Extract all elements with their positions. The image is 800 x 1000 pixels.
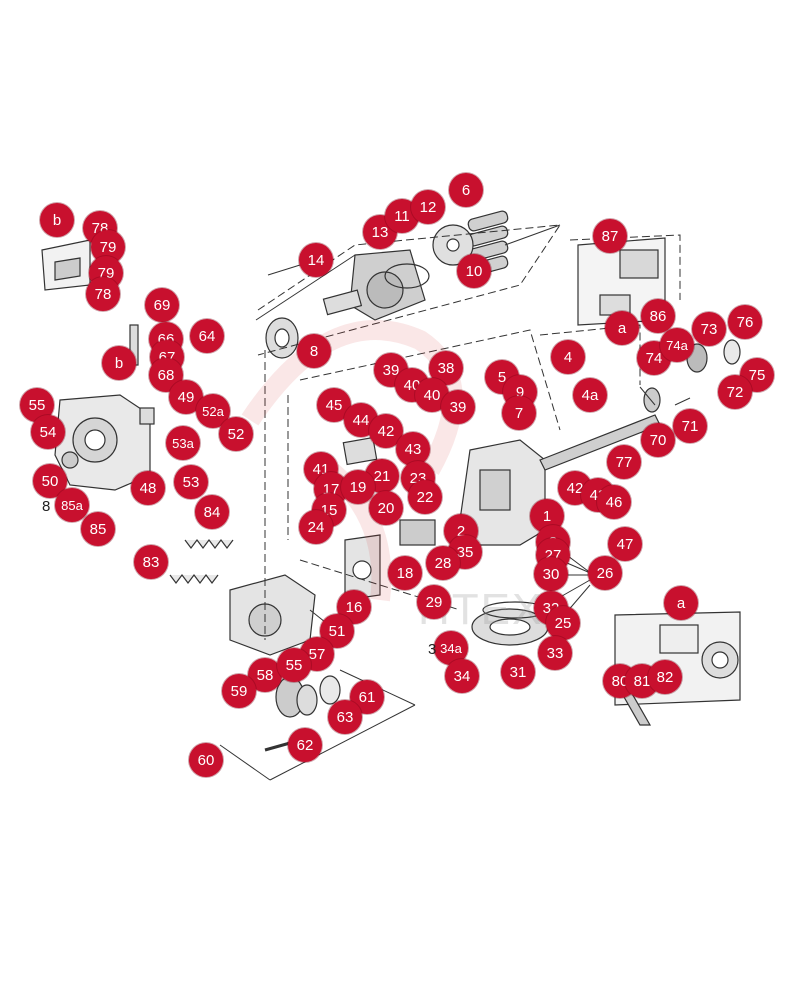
callout-26[interactable]: 26 xyxy=(588,556,622,590)
callout-31[interactable]: 31 xyxy=(501,655,535,689)
callout-a1[interactable]: a xyxy=(605,311,639,345)
callout-60[interactable]: 60 xyxy=(189,743,223,777)
callout-b2[interactable]: b xyxy=(102,346,136,380)
callout-86[interactable]: 86 xyxy=(641,299,675,333)
callout-63[interactable]: 63 xyxy=(328,700,362,734)
callout-87[interactable]: 87 xyxy=(593,219,627,253)
callout-51[interactable]: 51 xyxy=(320,614,354,648)
callout-74a[interactable]: 74a xyxy=(660,328,694,362)
callout-76[interactable]: 76 xyxy=(728,305,762,339)
callout-40b[interactable]: 40 xyxy=(415,378,449,412)
callout-73[interactable]: 73 xyxy=(692,312,726,346)
callout-33[interactable]: 33 xyxy=(538,636,572,670)
callout-39b[interactable]: 39 xyxy=(441,390,475,424)
callout-53[interactable]: 53 xyxy=(174,465,208,499)
plain-label-p3: 3 xyxy=(428,641,437,658)
callout-55b[interactable]: 55 xyxy=(277,648,311,682)
callout-85[interactable]: 85 xyxy=(81,512,115,546)
callout-43[interactable]: 43 xyxy=(396,432,430,466)
callout-25[interactable]: 25 xyxy=(546,606,580,640)
callout-85a[interactable]: 85a xyxy=(55,488,89,522)
callout-10[interactable]: 10 xyxy=(457,254,491,288)
callout-47[interactable]: 47 xyxy=(608,527,642,561)
callout-82[interactable]: 82 xyxy=(648,660,682,694)
callout-a2[interactable]: a xyxy=(664,586,698,620)
callout-64[interactable]: 64 xyxy=(190,319,224,353)
callout-78b[interactable]: 78 xyxy=(86,277,120,311)
callout-8[interactable]: 8 xyxy=(297,334,331,368)
callout-30[interactable]: 30 xyxy=(534,557,568,591)
callout-b1[interactable]: b xyxy=(40,203,74,237)
callout-54[interactable]: 54 xyxy=(31,415,65,449)
callout-22[interactable]: 22 xyxy=(408,480,442,514)
callout-18[interactable]: 18 xyxy=(388,556,422,590)
callout-20[interactable]: 20 xyxy=(369,491,403,525)
callout-48[interactable]: 48 xyxy=(131,471,165,505)
callout-24[interactable]: 24 xyxy=(299,510,333,544)
callout-69[interactable]: 69 xyxy=(145,288,179,322)
callout-46[interactable]: 46 xyxy=(597,485,631,519)
plain-label-p8: 8 xyxy=(42,498,51,515)
callout-16[interactable]: 16 xyxy=(337,590,371,624)
callout-83[interactable]: 83 xyxy=(134,545,168,579)
callout-55a[interactable]: 55 xyxy=(20,388,54,422)
callout-71[interactable]: 71 xyxy=(673,409,707,443)
callout-14[interactable]: 14 xyxy=(299,243,333,277)
callout-7[interactable]: 7 xyxy=(502,396,536,430)
callout-29[interactable]: 29 xyxy=(417,585,451,619)
callout-70[interactable]: 70 xyxy=(641,423,675,457)
callout-59[interactable]: 59 xyxy=(222,674,256,708)
callout-52[interactable]: 52 xyxy=(219,417,253,451)
callout-77[interactable]: 77 xyxy=(607,445,641,479)
callout-6[interactable]: 6 xyxy=(449,173,483,207)
callout-34[interactable]: 34 xyxy=(445,659,479,693)
callout-4[interactable]: 4 xyxy=(551,340,585,374)
callout-19[interactable]: 19 xyxy=(341,470,375,504)
callout-53a[interactable]: 53a xyxy=(166,426,200,460)
callout-84[interactable]: 84 xyxy=(195,495,229,529)
callout-28[interactable]: 28 xyxy=(426,546,460,580)
callout-72[interactable]: 72 xyxy=(718,375,752,409)
callout-62[interactable]: 62 xyxy=(288,728,322,762)
callout-12[interactable]: 12 xyxy=(411,190,445,224)
callout-4a[interactable]: 4a xyxy=(573,378,607,412)
